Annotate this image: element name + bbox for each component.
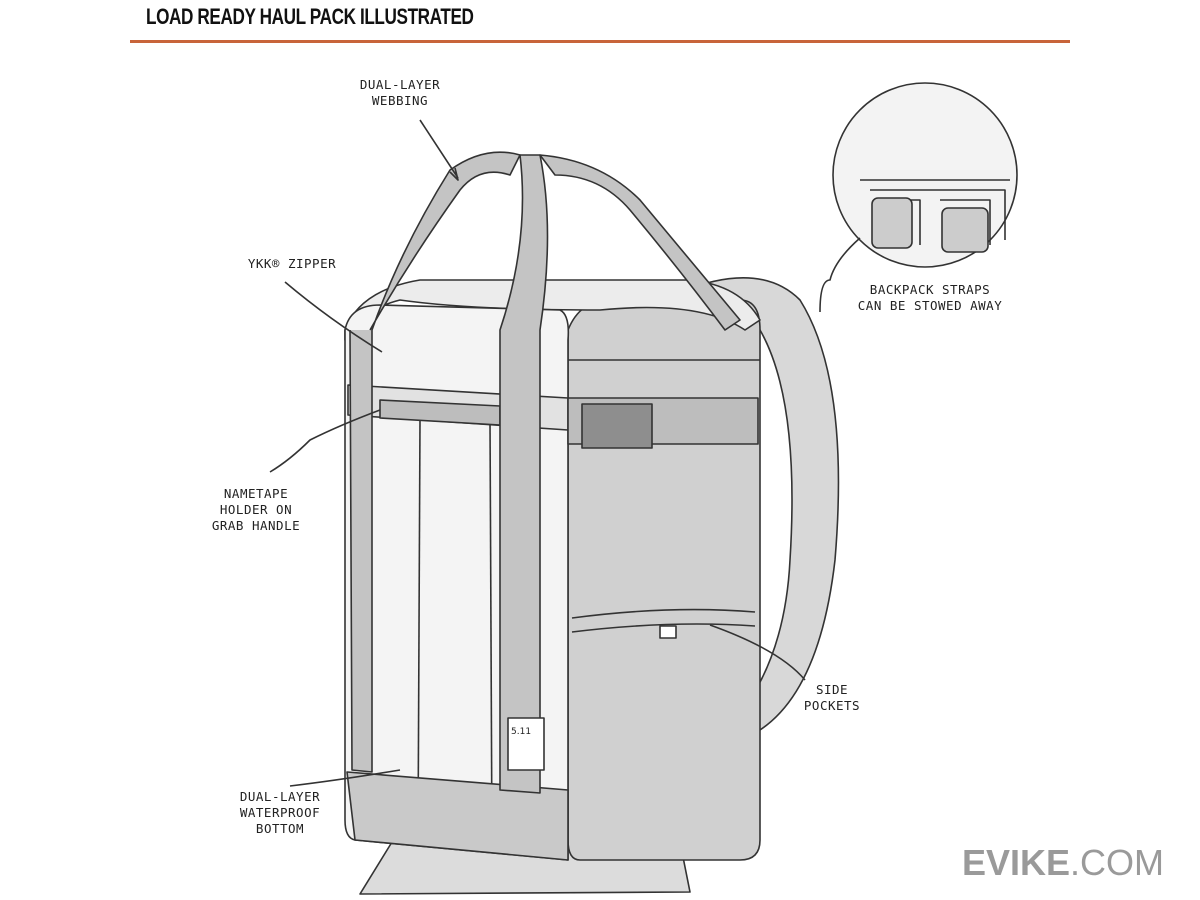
arrow-zipper: [284, 281, 383, 353]
callout-bottom: DUAL-LAYER WATERPROOF BOTTOM: [220, 789, 340, 837]
side-pocket: [571, 608, 756, 619]
callout-line: BOTTOM: [255, 821, 305, 836]
brand-tag: [507, 717, 545, 771]
title-divider: [130, 40, 1070, 43]
callout-line: BACKPACK STRAPS: [869, 282, 991, 297]
callout-line: SIDE: [815, 682, 849, 697]
callout-webbing: DUAL-LAYER WEBBING: [350, 77, 450, 109]
callout-line: NAMETAPE: [223, 486, 289, 501]
brand-tag-text: 5.11: [511, 727, 531, 737]
callout-line: WEBBING: [371, 93, 429, 108]
arrow-nametape: [269, 409, 381, 473]
arrow-bottom: [289, 769, 401, 787]
callout-line: CAN BE STOWED AWAY: [857, 298, 1003, 313]
callout-line: DUAL-LAYER: [359, 77, 441, 92]
evike-watermark: EVIKE.COM: [962, 842, 1164, 884]
callout-zipper: YKK® ZIPPER: [232, 256, 352, 272]
backpack-strap: [679, 277, 840, 731]
callout-line: HOLDER ON: [219, 502, 293, 517]
callout-side-pockets: SIDE POCKETS: [790, 682, 874, 714]
watermark-light: .COM: [1070, 842, 1165, 883]
callout-line: WATERPROOF: [239, 805, 321, 820]
webbing-strap-right: [499, 154, 549, 794]
arrow-straps: [819, 237, 861, 313]
callout-backpack-straps: BACKPACK STRAPS CAN BE STOWED AWAY: [830, 282, 1030, 314]
callout-line: POCKETS: [803, 698, 861, 713]
handle-rear: [539, 154, 741, 331]
buckle: [581, 403, 653, 449]
webbing-strap-left: [349, 151, 521, 773]
callout-line: GRAB HANDLE: [211, 518, 301, 533]
callout-line: YKK® ZIPPER: [247, 256, 337, 271]
watermark-bold: EVIKE: [962, 842, 1071, 883]
callout-line: DUAL-LAYER: [239, 789, 321, 804]
top-lid: [344, 279, 761, 341]
callout-nametape: NAMETAPE HOLDER ON GRAB HANDLE: [192, 486, 320, 534]
arrow-webbing: [419, 119, 459, 181]
arrow-pockets: [709, 624, 806, 681]
waterproof-bottom: [346, 771, 569, 861]
page-title: LOAD READY HAUL PACK ILLUSTRATED: [146, 4, 474, 29]
side-panel: [567, 299, 761, 861]
